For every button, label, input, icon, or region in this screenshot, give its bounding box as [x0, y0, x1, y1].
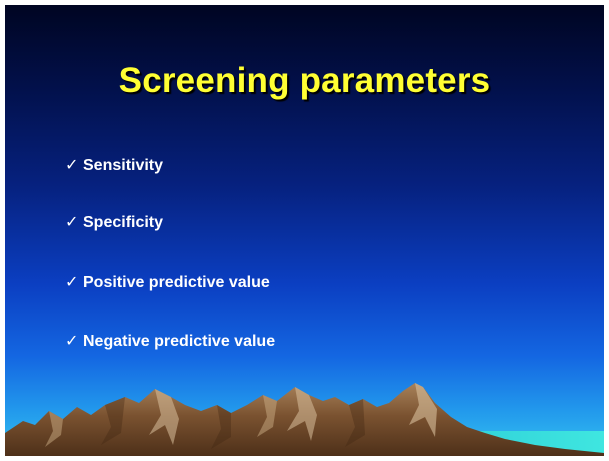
slide: Screening parameters ✓Sensitivity ✓Speci…	[5, 5, 604, 456]
slide-title: Screening parameters	[118, 61, 491, 100]
bullet-text: Sensitivity	[83, 157, 164, 174]
bullet-specificity: ✓Specificity	[65, 212, 163, 232]
bullet-text: Negative predictive value	[83, 333, 276, 350]
check-icon: ✓	[65, 155, 79, 174]
bullet-sensitivity: ✓Sensitivity	[65, 155, 163, 175]
bullet-negative-predictive-value: ✓Negative predictive value	[65, 331, 275, 351]
check-icon: ✓	[65, 272, 79, 291]
bullet-text: Positive predictive value	[83, 274, 270, 291]
check-icon: ✓	[65, 331, 79, 350]
mountain-range-illustration	[5, 383, 604, 456]
bullet-positive-predictive-value: ✓Positive predictive value	[65, 272, 270, 292]
bullet-text: Specificity	[83, 214, 164, 231]
check-icon: ✓	[65, 212, 79, 231]
